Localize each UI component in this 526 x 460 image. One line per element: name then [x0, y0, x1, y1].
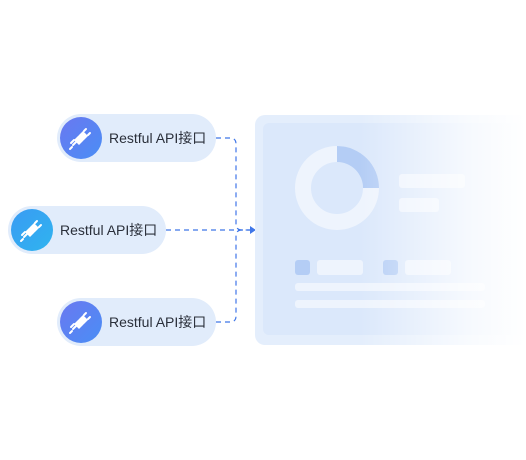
- connector-top: [216, 137, 250, 231]
- interface-label: Restful API接口: [60, 222, 158, 238]
- content-line-1: [295, 283, 485, 291]
- content-line-2: [295, 300, 485, 308]
- connector-bottom: [216, 229, 243, 323]
- stat-bar-2: [405, 260, 451, 275]
- legend-bar-2: [399, 198, 439, 212]
- plug-icon: [60, 301, 102, 343]
- interface-node-top: Restful API接口: [57, 114, 216, 162]
- interface-node-middle: Restful API接口: [8, 206, 166, 254]
- interface-label: Restful API接口: [109, 314, 207, 330]
- stat-marker-1: [295, 260, 310, 275]
- dashboard-panel: [263, 123, 526, 335]
- interface-label: Restful API接口: [109, 130, 207, 146]
- arrow-head: [250, 226, 256, 234]
- donut-highlight-segment: [337, 146, 379, 188]
- stat-bar-1: [317, 260, 363, 275]
- plug-icon: [11, 209, 53, 251]
- legend-bar-1: [399, 174, 465, 188]
- interface-node-bottom: Restful API接口: [57, 298, 216, 346]
- plug-icon: [60, 117, 102, 159]
- stat-marker-2: [383, 260, 398, 275]
